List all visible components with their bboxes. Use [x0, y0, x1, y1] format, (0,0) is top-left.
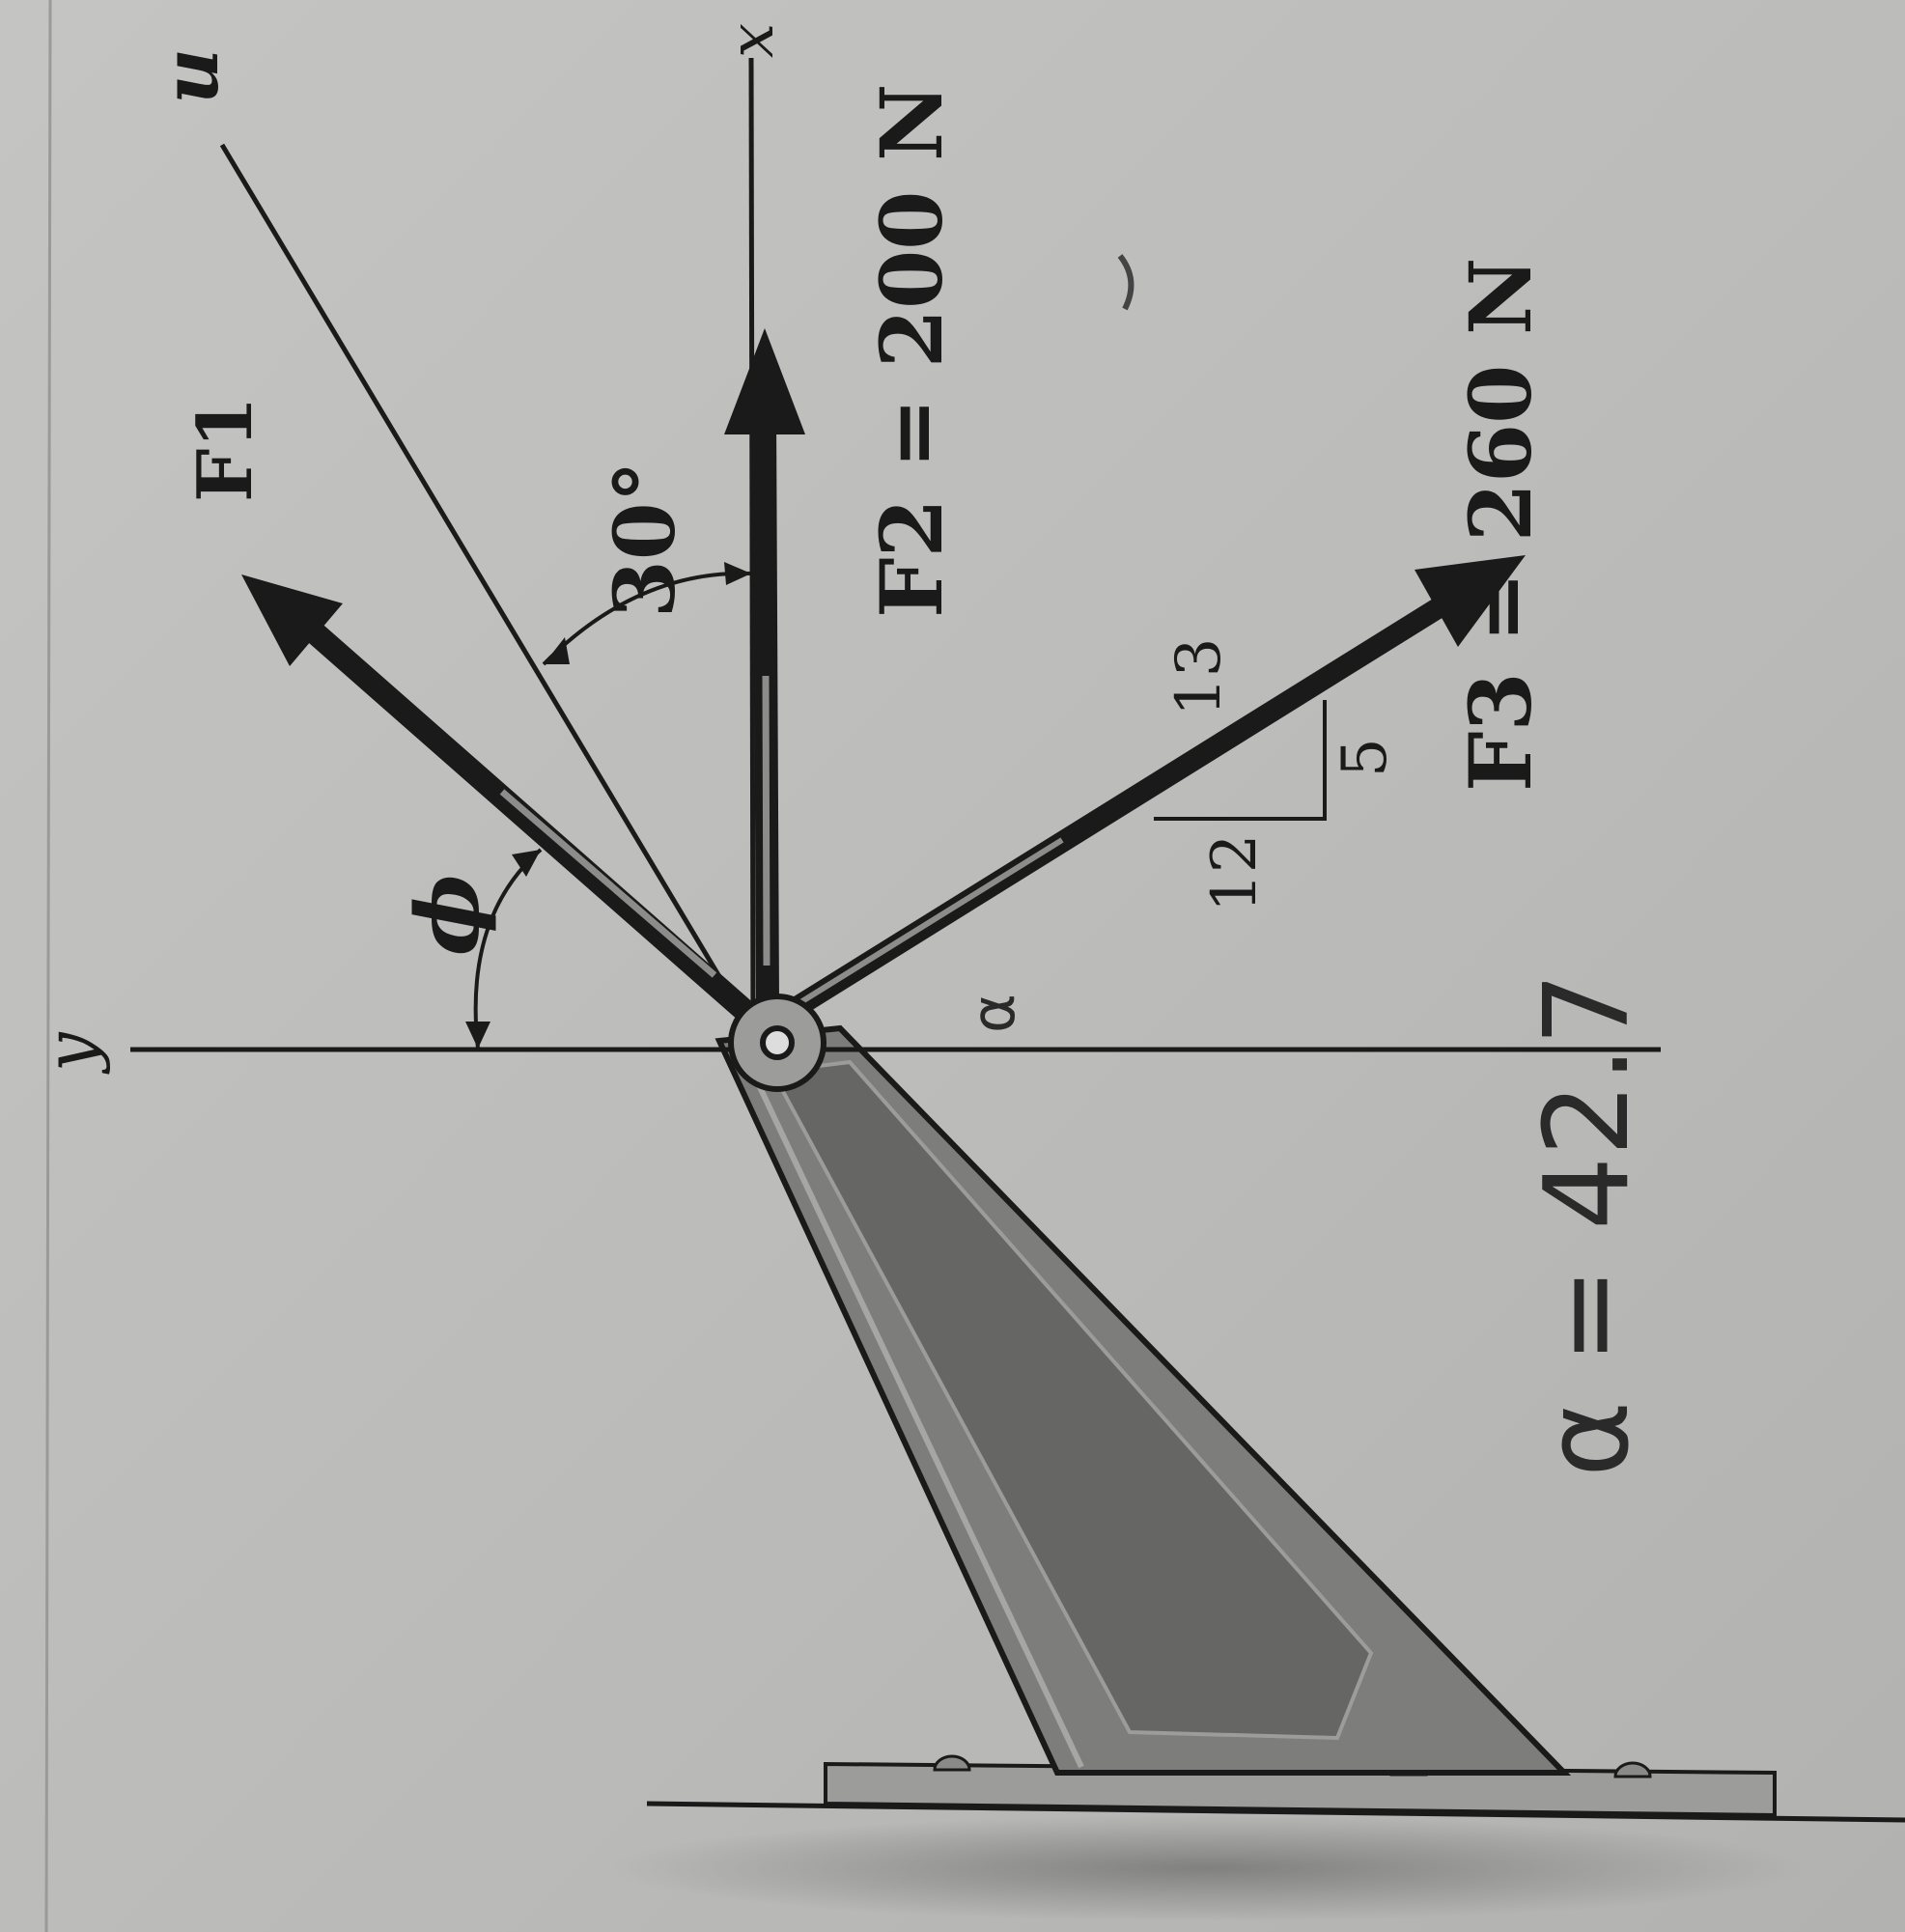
f1-arrowhead	[241, 574, 343, 666]
u-axis	[219, 143, 756, 1035]
slope-run-label: 12	[1199, 834, 1271, 912]
angle-30-arc	[542, 571, 752, 666]
slope-triangle	[1154, 700, 1327, 821]
handwritten-answer: α = 42.7	[1521, 972, 1655, 1477]
pencil-mark	[1117, 254, 1135, 311]
bolt	[1613, 1761, 1652, 1778]
phi-arrow-top	[512, 850, 541, 877]
y-axis-label: y	[30, 1031, 111, 1075]
alpha-label: α	[958, 994, 1028, 1033]
f2-arrowhead	[724, 328, 805, 434]
ground-line	[646, 1801, 1905, 1823]
f1-label: F1	[182, 396, 269, 502]
x-axis	[748, 57, 756, 1034]
phi-arrow-bottom	[465, 1022, 490, 1049]
slope-rise-label: 5	[1330, 738, 1401, 777]
slope-hyp-label: 13	[1163, 638, 1235, 716]
ground-shadow	[608, 1815, 1806, 1921]
f1-arrow-shaft	[301, 618, 756, 1023]
f2-label: F2 = 200 N	[861, 84, 962, 618]
f2-shaft-highlight	[762, 675, 770, 966]
angle-30-arrow-left	[544, 637, 570, 664]
u-axis-label: u	[145, 48, 236, 104]
f3-shaft-highlight	[780, 837, 1064, 1017]
x-axis-label: x	[716, 23, 788, 58]
f3-arrowhead	[1415, 555, 1526, 647]
bracket-edge-highlight	[741, 1050, 1084, 1769]
f1-shaft-highlight	[499, 789, 717, 978]
phi-label: ϕ	[397, 874, 499, 956]
angle-30-arrow-right	[724, 562, 751, 585]
page-edge-line	[44, 0, 52, 1932]
pin-joint-pin	[760, 1025, 795, 1060]
f3-label: F3 = 260 N	[1450, 258, 1551, 792]
bracket-inner-panel	[769, 1059, 1374, 1741]
bolt	[933, 1754, 971, 1772]
angle-30-label: 30°	[597, 461, 694, 618]
